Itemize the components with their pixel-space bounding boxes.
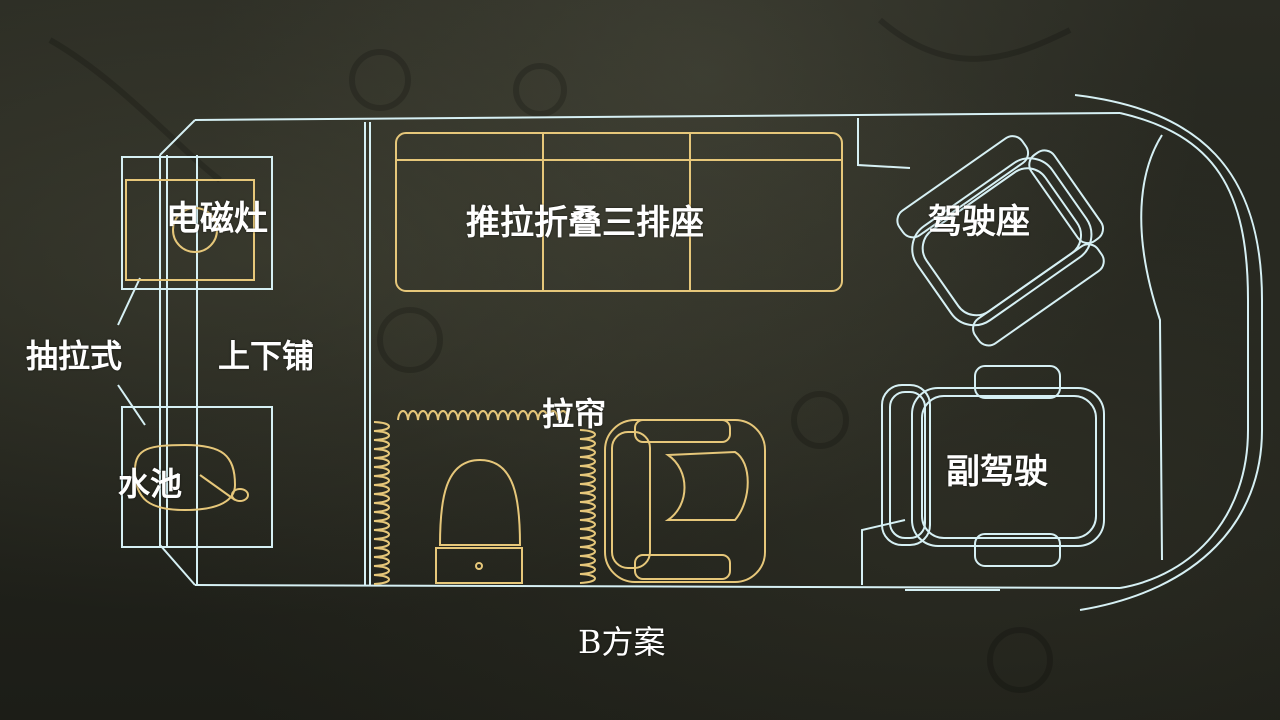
driver-seat-drawing bbox=[896, 135, 1105, 347]
sink-box bbox=[121, 406, 273, 548]
chair-arm bbox=[611, 431, 651, 569]
passenger-seat-drawing bbox=[881, 365, 1105, 567]
furniture bbox=[125, 132, 843, 584]
chair-back bbox=[634, 419, 731, 443]
induction-cooker-label: 电磁灶 bbox=[166, 199, 268, 239]
pull-out-pointer-top bbox=[117, 277, 141, 326]
dashboard-line bbox=[1140, 134, 1163, 561]
folding-bench-label: 推拉折叠三排座 bbox=[466, 203, 704, 243]
front-curve-inner bbox=[1119, 112, 1249, 589]
background-shapes bbox=[48, 17, 1072, 693]
toilet-tank bbox=[435, 547, 523, 584]
rear-corner-bottom bbox=[159, 544, 196, 586]
chair-outer bbox=[604, 419, 766, 583]
pull-out-label: 抽拉式 bbox=[26, 337, 123, 375]
pull-out-pointer-bottom bbox=[117, 384, 146, 426]
curtain-springs bbox=[373, 410, 596, 585]
passenger-seat-label: 副驾驶 bbox=[946, 452, 1048, 492]
top-wall bbox=[194, 112, 1121, 121]
curtain-spring-top bbox=[397, 410, 569, 421]
sink-label: 水池 bbox=[118, 465, 183, 503]
faucet-head bbox=[231, 488, 249, 502]
front-curve-outer bbox=[1074, 94, 1263, 611]
curtain-spring-right bbox=[579, 429, 596, 584]
cooker-box bbox=[121, 156, 273, 290]
sink-basin bbox=[133, 443, 237, 512]
curtain-label: 拉帘 bbox=[542, 395, 607, 433]
cooker-panel bbox=[125, 179, 255, 281]
faucet bbox=[199, 474, 236, 501]
driver-seat-label: 驾驶座 bbox=[928, 202, 1030, 242]
van-outline bbox=[117, 94, 1263, 611]
cab-divider-top bbox=[857, 118, 911, 169]
bunk-bed-label: 上下铺 bbox=[218, 337, 315, 375]
rear-corner-top bbox=[159, 119, 196, 156]
cooker-burner bbox=[172, 207, 218, 253]
bench-outline bbox=[395, 132, 843, 292]
toilet-bowl bbox=[438, 458, 522, 546]
chair-seat bbox=[664, 450, 749, 521]
toilet-flush bbox=[475, 562, 483, 570]
bottom-wall bbox=[194, 584, 1121, 589]
curtain-spring-left bbox=[373, 421, 390, 585]
plan-caption: B方案 bbox=[578, 623, 666, 661]
